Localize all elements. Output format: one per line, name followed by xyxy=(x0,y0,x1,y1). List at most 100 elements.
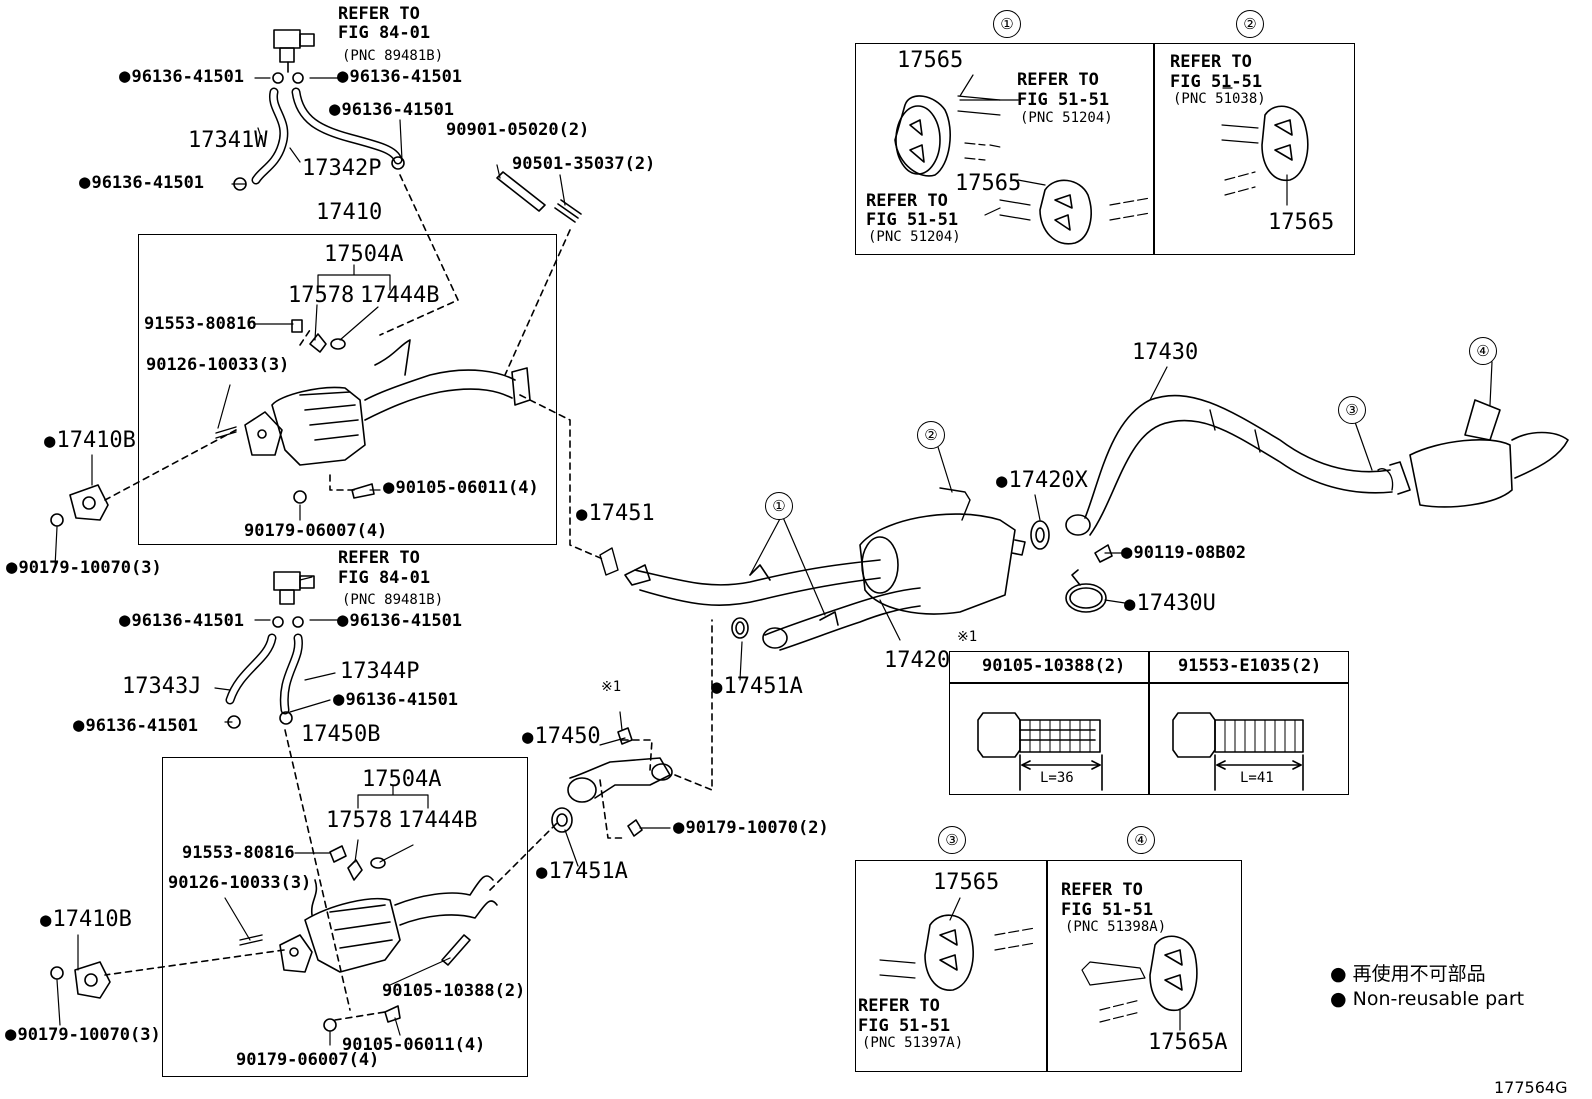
callout-leaders xyxy=(749,361,1493,616)
clamp-17430u xyxy=(1065,544,1113,613)
upper-clamp-c: 96136-41501 xyxy=(329,100,454,119)
legend-dot-icon: ● xyxy=(1330,988,1347,1010)
center-p17430: 17430 xyxy=(1132,340,1199,365)
lower-screw: 91553-80816 xyxy=(182,843,295,863)
bolt-table-divider xyxy=(1148,651,1150,795)
upper-refer-title: REFER TO xyxy=(338,4,420,24)
center-p17420: 17420 xyxy=(884,648,951,673)
legend-en: ● Non-reusable part xyxy=(1330,990,1524,1009)
upper-refer-fig: FIG 84-01 xyxy=(338,23,431,43)
inset-3-4-frame xyxy=(855,860,1242,1072)
inset-1-2-frame xyxy=(855,43,1355,255)
upper-hose-w: 17341W xyxy=(188,128,268,153)
lower-sensor-bracket xyxy=(273,571,315,605)
lower-gasket-label: 17410B xyxy=(40,909,131,931)
bolt-table-len1: L=36 xyxy=(1040,770,1074,786)
upper-clamp-b: 96136-41501 xyxy=(337,67,462,86)
upper-p17444b: 17444B xyxy=(360,283,440,308)
inset2-part: 17565 xyxy=(1268,210,1335,235)
lower-hose-j: 17343J xyxy=(122,674,202,699)
bolt-table-drawings xyxy=(977,712,1304,791)
upper-bolt-and-spring xyxy=(496,171,582,223)
callout-1-inset: ① xyxy=(993,10,1021,38)
upper-manifold-frame xyxy=(138,234,557,545)
gasket-17451a xyxy=(731,617,749,639)
legend-jp-text: 再使用不可部品 xyxy=(1352,963,1486,985)
inset4-ref-fig: FIG 51-51 xyxy=(1061,900,1154,920)
lower-refer-pnc: (PNC 89481B) xyxy=(342,592,444,608)
lower-sensor-set: 17504A xyxy=(362,767,442,792)
inset1-ref2-title: REFER TO xyxy=(866,191,948,211)
upper-spring: 90501-35037(2) xyxy=(512,154,656,174)
inset3-ref-fig: FIG 51-51 xyxy=(858,1016,951,1036)
callout-2-inset: ② xyxy=(1236,10,1264,38)
inset2-isolator xyxy=(1221,105,1309,196)
center-p17420x: 17420X xyxy=(996,470,1087,492)
inset2-ref-fig: FIG 51-51 xyxy=(1170,72,1263,92)
center-p17450: 17450 xyxy=(522,726,600,748)
lower-p17444b: 17444B xyxy=(398,808,478,833)
inset-divider-3-4 xyxy=(1046,860,1048,1072)
label-leaders xyxy=(54,74,1288,1046)
inset4-isolator xyxy=(1081,935,1198,1023)
inset3-isolator xyxy=(879,914,1036,991)
upper-sensor-set: 17504A xyxy=(324,242,404,267)
inset4-part: 17565A xyxy=(1148,1030,1228,1055)
lower-vacuum-hoses xyxy=(225,616,304,729)
lower-bolt-b: 90105-06011(4) xyxy=(342,1035,486,1055)
legend-en-text: Non-reusable part xyxy=(1352,988,1525,1010)
lower-bolt-c: 90105-10388(2) xyxy=(382,981,526,1001)
upper-dashed-guides xyxy=(104,174,606,561)
figure-id: 177564G xyxy=(1494,1078,1568,1097)
legend-dot-icon: ● xyxy=(1330,963,1347,985)
upper-stud: 90126-10033(3) xyxy=(146,355,290,375)
callout-4-tailpipe: ④ xyxy=(1469,337,1497,365)
center-p17451a-2: 17451A xyxy=(536,861,627,883)
lower-manifold-frame xyxy=(162,757,528,1077)
lower-stud: 90126-10033(3) xyxy=(168,873,312,893)
lower-hose-p: 17344P xyxy=(340,659,420,684)
callout-3-tailpipe: ③ xyxy=(1338,396,1366,424)
upper-p17578: 17578 xyxy=(288,283,355,308)
upper-catalytic-converter xyxy=(244,339,531,466)
center-p17451: 17451 xyxy=(576,503,654,525)
inset1-part-bottom: 17565 xyxy=(955,171,1022,196)
upper-hose-p: 17342P xyxy=(302,156,382,181)
bolt-table-col1: 90105-10388(2) xyxy=(982,656,1126,676)
inset1-ref1-title: REFER TO xyxy=(1017,70,1099,90)
upper-gasket-label: 17410B xyxy=(44,430,135,452)
upper-screw: 91553-80816 xyxy=(144,314,257,334)
inset3-ref-pnc: (PNC 51397A) xyxy=(862,1035,964,1051)
tail-pipe-17430 xyxy=(1065,394,1569,536)
lower-nut-b: 90179-06007(4) xyxy=(236,1050,380,1070)
bolt-table-col2: 91553-E1035(2) xyxy=(1178,656,1322,676)
inset-divider-1-2 xyxy=(1153,43,1155,255)
upper-gasket xyxy=(50,484,109,527)
upper-bolt-b: 90105-06011(4) xyxy=(383,478,538,497)
upper-vacuum-hoses xyxy=(233,72,405,191)
center-k1-marker: ※1 xyxy=(601,679,622,695)
inset4-ref-title: REFER TO xyxy=(1061,880,1143,900)
inset1-isolators xyxy=(894,95,1151,245)
callout-1-pipe: ① xyxy=(765,492,793,520)
callout-2-muffler: ② xyxy=(917,421,945,449)
lower-clamp-a: 96136-41501 xyxy=(119,611,244,630)
bolt-table-len2: L=41 xyxy=(1240,770,1274,786)
center-p17430u: 17430U xyxy=(1124,593,1215,615)
bolt-table-k1: ※1 xyxy=(957,629,978,645)
inset3-ref-title: REFER TO xyxy=(858,996,940,1016)
lower-catalytic-converter xyxy=(239,845,498,1032)
upper-assy: 17410 xyxy=(316,200,383,225)
center-bolt-08b02: 90119-08B02 xyxy=(1121,543,1246,562)
callout-4-inset: ④ xyxy=(1127,826,1155,854)
inset3-part: 17565 xyxy=(933,870,1000,895)
upper-clamp-d: 96136-41501 xyxy=(79,173,204,192)
upper-refer-pnc: (PNC 89481B) xyxy=(342,48,444,64)
lower-gasket xyxy=(50,961,111,999)
lower-clamp-c: 96136-41501 xyxy=(333,690,458,709)
inset2-ref-pnc: (PNC 51038) xyxy=(1173,91,1266,107)
upper-clamp-a: 96136-41501 xyxy=(119,67,244,86)
lower-clamp-b: 96136-41501 xyxy=(337,611,462,630)
